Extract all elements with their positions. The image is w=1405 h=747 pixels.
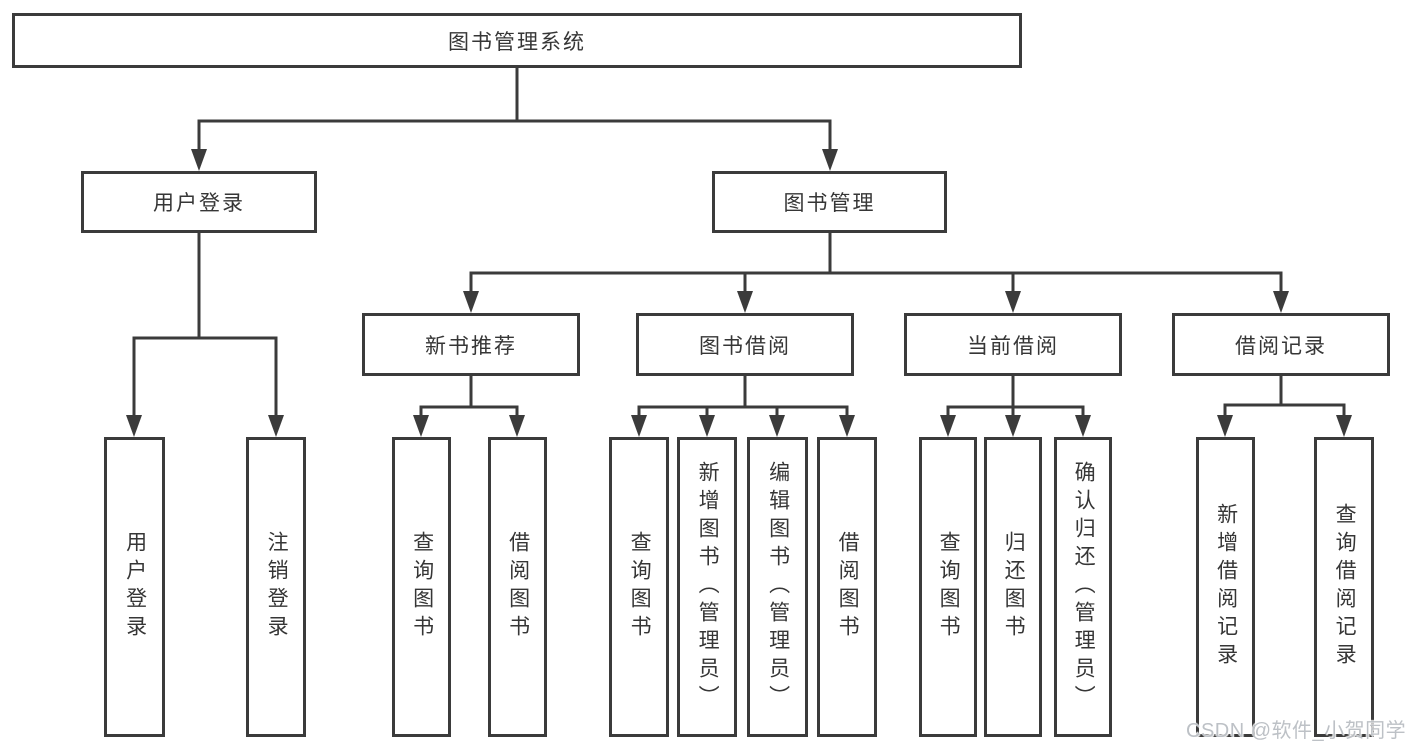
connector-userlogin-to-children (132, 231, 278, 419)
arrowhead (1005, 415, 1021, 437)
node-book-borrow: 图书借阅 (636, 313, 854, 376)
arrowhead (631, 415, 647, 437)
leaf-add-borrow-record: 新增借阅记录 (1196, 437, 1255, 737)
arrowhead (1005, 291, 1021, 313)
leaf-confirm-return-admin-label: 确认归还（管理员） (1072, 461, 1096, 713)
node-new-book-recommend: 新书推荐 (362, 313, 580, 376)
node-book-management: 图书管理 (712, 171, 947, 233)
connector-currentborrow-to-children (946, 374, 1085, 421)
connector-root-to-level2 (197, 66, 832, 152)
node-borrow-records: 借阅记录 (1172, 313, 1390, 376)
arrowhead (268, 415, 284, 437)
leaf-borrow-books-2-label: 借阅图书 (836, 531, 860, 643)
leaf-query-books-1: 查询图书 (392, 437, 451, 737)
arrowhead (413, 415, 429, 437)
leaf-borrow-books-2: 借阅图书 (817, 437, 877, 737)
leaf-borrow-books-1-label: 借阅图书 (506, 531, 530, 643)
leaf-add-borrow-record-label: 新增借阅记录 (1214, 503, 1238, 671)
node-book-management-label: 图书管理 (783, 192, 876, 215)
leaf-confirm-return-admin: 确认归还（管理员） (1054, 437, 1112, 737)
arrowhead (509, 415, 525, 437)
leaf-query-books-2-label: 查询图书 (628, 531, 652, 643)
node-book-borrow-label: 图书借阅 (699, 334, 791, 358)
leaf-edit-books-admin-label: 编辑图书（管理员） (766, 461, 790, 713)
leaf-query-borrow-record: 查询借阅记录 (1314, 437, 1374, 737)
node-root-label: 图书管理系统 (448, 30, 586, 54)
leaf-query-books-1-label: 查询图书 (410, 531, 434, 643)
arrowhead (1075, 415, 1091, 437)
connector-newbook-to-children (419, 374, 519, 421)
leaf-edit-books-admin: 编辑图书（管理员） (747, 437, 808, 737)
arrowhead (463, 291, 479, 313)
leaf-query-borrow-record-label: 查询借阅记录 (1333, 503, 1357, 671)
arrowhead (1336, 415, 1352, 437)
leaf-add-books-admin: 新增图书（管理员） (677, 437, 737, 737)
node-current-borrow: 当前借阅 (904, 313, 1122, 376)
arrowhead (1217, 415, 1233, 437)
node-borrow-records-label: 借阅记录 (1235, 334, 1327, 358)
node-user-login-label: 用户登录 (153, 192, 245, 215)
node-current-borrow-label: 当前借阅 (967, 334, 1059, 358)
connector-borrowrecords-to-children (1223, 374, 1346, 421)
watermark: CSDN @软件_小贺同学 (1186, 720, 1405, 742)
leaf-query-books-3: 查询图书 (919, 437, 977, 737)
arrowhead (191, 149, 207, 171)
leaf-return-books: 归还图书 (984, 437, 1042, 737)
leaf-logout: 注销登录 (246, 437, 306, 737)
leaf-query-books-3-label: 查询图书 (937, 531, 961, 643)
arrowhead (737, 291, 753, 313)
leaf-user-login-label: 用户登录 (123, 531, 147, 643)
node-user-login: 用户登录 (81, 171, 317, 233)
leaf-query-books-2: 查询图书 (609, 437, 669, 737)
arrowhead (126, 415, 142, 437)
node-new-book-recommend-label: 新书推荐 (425, 334, 517, 358)
connector-bookborrow-to-children (637, 374, 849, 421)
arrowhead (822, 149, 838, 171)
node-root: 图书管理系统 (12, 13, 1022, 68)
arrowhead (699, 415, 715, 437)
arrowhead (769, 415, 785, 437)
leaf-add-books-admin-label: 新增图书（管理员） (696, 461, 720, 713)
leaf-borrow-books-1: 借阅图书 (488, 437, 547, 737)
arrowhead (940, 415, 956, 437)
leaf-return-books-label: 归还图书 (1002, 531, 1026, 643)
arrowhead (839, 415, 855, 437)
connector-bookmgmt-to-level3 (469, 231, 1283, 296)
arrowhead (1273, 291, 1289, 313)
leaf-logout-label: 注销登录 (265, 531, 289, 643)
leaf-user-login: 用户登录 (104, 437, 165, 737)
